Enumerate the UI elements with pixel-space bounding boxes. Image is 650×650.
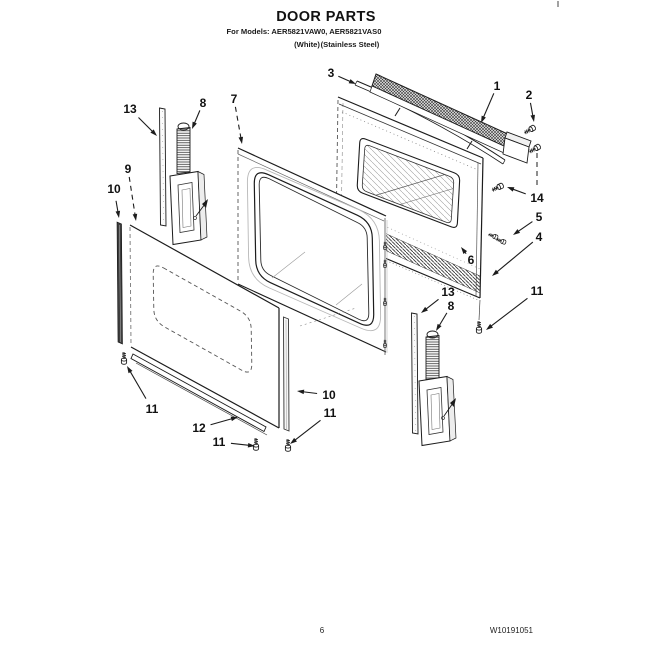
arrowhead-icon xyxy=(230,416,238,422)
glass-bottom-trim xyxy=(130,353,268,436)
screw xyxy=(252,437,260,451)
callout-number: 13 xyxy=(123,102,137,116)
screw xyxy=(490,182,505,194)
models-line: For Models: AER5821VAW0, AER5821VAS0 xyxy=(226,27,382,36)
callout-number: 1 xyxy=(494,79,501,93)
inner-door-panel xyxy=(237,147,388,355)
screw xyxy=(120,351,128,365)
callout-part-13: 13 xyxy=(123,102,157,136)
callout-number: 11 xyxy=(213,435,226,449)
arrowhead-icon xyxy=(238,136,244,144)
callout-number: 4 xyxy=(536,230,543,244)
screw xyxy=(522,124,537,136)
callout-number: 11 xyxy=(146,402,159,416)
arrowhead-icon xyxy=(481,115,486,123)
callout-number: 2 xyxy=(526,88,533,102)
glass-window-outline xyxy=(152,265,253,373)
arrowhead-icon xyxy=(290,437,297,444)
hinge-release-lever xyxy=(195,203,206,217)
arrowhead-icon xyxy=(297,389,305,395)
control-window-frame xyxy=(356,138,461,228)
side-trim-strip-lower-right xyxy=(411,312,419,435)
glass-side-trim-left xyxy=(116,221,123,345)
side-trim-strip-upper-left xyxy=(159,107,167,227)
callout-part-13: 13 xyxy=(421,285,455,313)
arrowhead-icon xyxy=(436,323,442,331)
page-number: 6 xyxy=(319,626,325,635)
callout-part-11: 11 xyxy=(290,406,337,444)
hinge-spring xyxy=(425,334,440,381)
callout-part-3: 3 xyxy=(328,66,356,84)
finish-label-white: (White) xyxy=(294,40,320,49)
callout-part-6: 6 xyxy=(461,247,475,267)
callout-part-5: 5 xyxy=(513,210,543,235)
callout-number: 7 xyxy=(231,92,238,106)
callout-number: 8 xyxy=(200,96,207,110)
arrowhead-icon xyxy=(247,442,255,448)
glass-side-trim-right xyxy=(283,316,290,432)
callout-number: 13 xyxy=(441,285,455,299)
callout-part-4: 4 xyxy=(492,230,543,276)
arrowhead-icon xyxy=(150,129,157,136)
arrowhead-icon xyxy=(507,187,515,192)
arrowhead-icon xyxy=(348,79,356,84)
arrowhead-icon xyxy=(530,114,535,122)
callout-part-14: 14 xyxy=(507,153,544,205)
callout-number: 3 xyxy=(328,66,335,80)
arrowhead-icon xyxy=(192,121,197,129)
screw xyxy=(284,438,292,452)
screw xyxy=(475,320,483,334)
callout-number: 6 xyxy=(468,253,475,267)
hinge-assembly-upper-left xyxy=(169,122,208,246)
callout-part-10: 10 xyxy=(297,388,336,402)
screw xyxy=(487,231,499,240)
page-title: DOOR PARTS xyxy=(276,9,376,25)
glass-door-panel xyxy=(129,224,280,429)
control-window-glass xyxy=(361,144,455,224)
arrowhead-icon xyxy=(115,210,121,218)
callout-number: 12 xyxy=(192,421,206,435)
callout-part-8: 8 xyxy=(436,299,455,331)
callout-number: 10 xyxy=(107,182,121,196)
callout-part-8: 8 xyxy=(192,96,207,129)
callout-part-11: 11 xyxy=(213,435,255,449)
callout-number: 9 xyxy=(125,162,132,176)
document-number: W10191051 xyxy=(489,626,533,635)
arrowhead-icon xyxy=(421,306,428,313)
arrowhead-icon xyxy=(513,229,521,235)
callout-part-10: 10 xyxy=(107,182,121,218)
arrowhead-icon xyxy=(132,213,138,221)
door-handle xyxy=(369,73,532,164)
callout-number: 11 xyxy=(531,284,544,298)
hinge-release-lever xyxy=(443,402,454,417)
arrowhead-icon xyxy=(486,323,493,330)
callout-number: 14 xyxy=(530,191,544,205)
inner-window-frame xyxy=(253,172,375,326)
arrowhead-icon xyxy=(127,366,133,374)
callout-part-9: 9 xyxy=(125,162,138,221)
callout-number: 10 xyxy=(322,388,336,402)
callout-part-2: 2 xyxy=(526,88,535,122)
callout-part-11: 11 xyxy=(127,366,159,416)
finish-label-stainless: (Stainless Steel) xyxy=(320,40,380,49)
callout-number: 11 xyxy=(324,406,337,420)
hinge-assembly-lower-right xyxy=(418,330,457,447)
callout-part-12: 12 xyxy=(192,416,238,435)
callout-number: 8 xyxy=(448,299,455,313)
hinge-spring xyxy=(176,126,191,175)
callout-number: 5 xyxy=(536,210,543,224)
callout-part-11: 11 xyxy=(486,284,544,330)
arrowhead-icon xyxy=(461,247,468,254)
callout-part-1: 1 xyxy=(481,79,501,123)
callout-part-7: 7 xyxy=(231,92,244,144)
arrowhead-icon xyxy=(492,269,499,276)
